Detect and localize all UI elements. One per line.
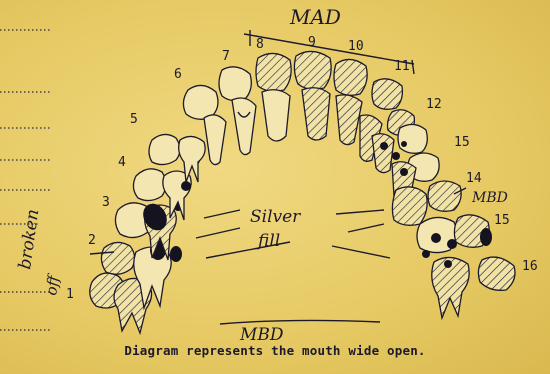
upper-incisor-9 xyxy=(294,51,331,140)
label-broken: broken xyxy=(15,208,43,271)
tooth-number-9: 9 xyxy=(308,35,316,50)
right-molar-14 xyxy=(392,181,461,225)
tooth-number-1: 1 xyxy=(66,287,74,302)
tooth-number-7: 7 xyxy=(222,49,230,64)
tooth-number-2: 2 xyxy=(88,233,96,248)
label-silver: Silver xyxy=(250,207,301,227)
tooth-number-6: 6 xyxy=(174,67,182,82)
label-fill: fill xyxy=(256,231,280,251)
diagram-caption: Diagram represents the mouth wide open. xyxy=(0,343,550,358)
tooth-number-8: 8 xyxy=(256,37,264,52)
tooth-number-10: 10 xyxy=(348,39,364,54)
right-molar-16 xyxy=(432,257,515,318)
tooth-number-15: 15 xyxy=(494,213,510,228)
right-molar-15 xyxy=(417,215,492,258)
left-incisor-7 xyxy=(219,67,256,155)
tooth-number-5: 5 xyxy=(130,112,138,127)
tooth-number-12: 12 xyxy=(426,97,442,112)
label-top-mad: MAD xyxy=(289,5,341,29)
upper-incisor-8 xyxy=(256,53,291,141)
label-right-mbd: MBD xyxy=(471,190,508,206)
tooth-number-13: 15 xyxy=(454,135,470,150)
label-off: off xyxy=(42,272,63,296)
tooth-number-4: 4 xyxy=(118,155,126,170)
tooth-number-16: 16 xyxy=(522,259,538,274)
tooth-number-14: 14 xyxy=(466,171,482,186)
label-bottom-mbd: MBD xyxy=(239,325,284,345)
tooth-number-3: 3 xyxy=(102,195,110,210)
tooth-number-11: 11 xyxy=(394,59,410,74)
